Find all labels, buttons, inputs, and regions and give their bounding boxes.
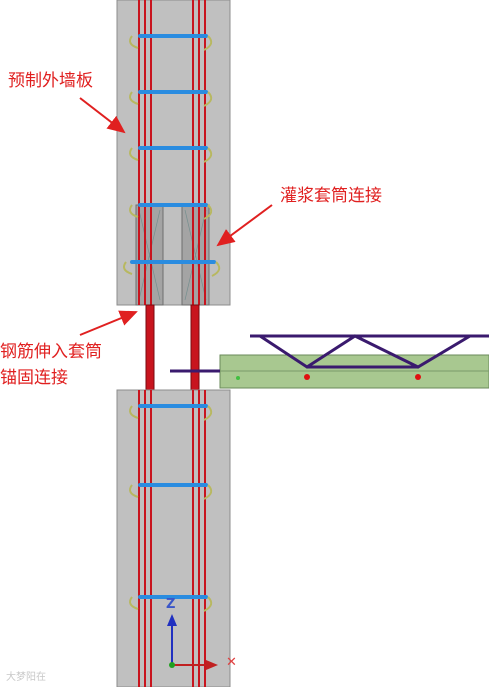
annotation-arrows xyxy=(79,97,273,336)
label-grout-sleeve: 灌浆套筒连接 xyxy=(280,186,382,206)
upper-vertical-rebars xyxy=(138,0,206,305)
label-precast-wall: 预制外墙板 xyxy=(8,71,93,91)
slab-rebar-node xyxy=(304,374,310,380)
coordinate-axes xyxy=(167,614,218,670)
floor-slab xyxy=(170,354,489,389)
upper-stirrups xyxy=(130,34,216,264)
lower-stirrups xyxy=(138,404,208,599)
slab-marker xyxy=(236,376,240,380)
upper-wall-panel xyxy=(116,0,231,306)
upper-ties xyxy=(123,35,221,277)
arrow-rebar-anchor xyxy=(79,310,138,336)
lower-vertical-rebars xyxy=(138,390,206,687)
axis-z-label: Z xyxy=(166,597,176,612)
arrow-precast-wall xyxy=(79,97,126,134)
arrow-grout-sleeve xyxy=(216,204,273,247)
steel-truss xyxy=(250,334,489,369)
watermark-text: 大梦阳在 xyxy=(6,672,46,683)
connecting-rebars xyxy=(145,304,200,391)
slab-rebar-node xyxy=(415,374,421,380)
axis-x-label: ✕ xyxy=(226,655,237,670)
label-rebar-anchor-line1: 钢筋伸入套筒 xyxy=(0,342,102,362)
lower-wall-panel xyxy=(116,389,231,687)
lower-ties xyxy=(129,405,213,612)
label-rebar-anchor-line2: 锚固连接 xyxy=(0,368,68,388)
